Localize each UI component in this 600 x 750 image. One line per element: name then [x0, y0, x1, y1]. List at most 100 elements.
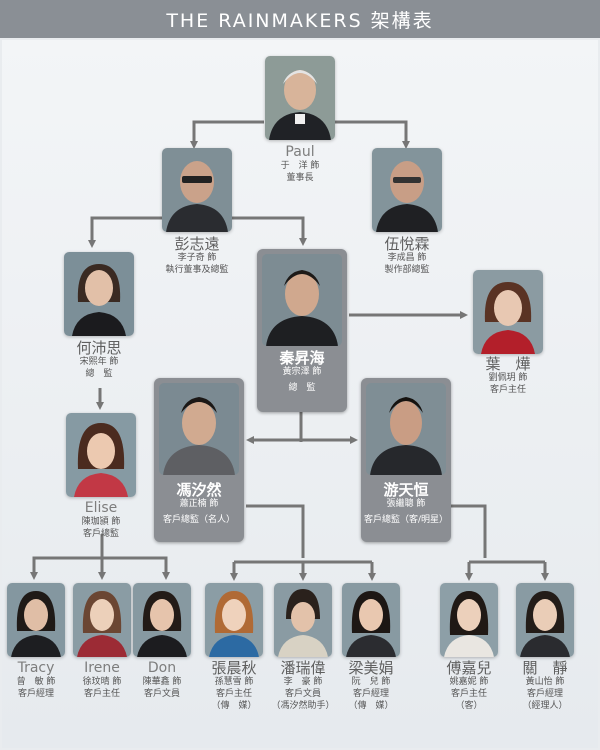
caption-cheung: 張晨秋 孫慧雪 飾 客戶主任 （傳 媒） — [194, 660, 274, 712]
portrait-photo — [440, 583, 498, 657]
actor-credit: 劉佩玥 飾 — [488, 373, 528, 383]
caption-ng: 伍悅霖 李成昌 飾 製作部總監 — [352, 236, 462, 276]
node-kwan — [516, 583, 574, 657]
caption-don: Don 陳華鑫 飾 客戶文員 — [122, 660, 202, 700]
actor-credit: 李子奇 飾 — [177, 253, 217, 263]
arrow-elise-tracy — [30, 534, 104, 580]
person-role: 客戶主任 — [83, 689, 120, 699]
person-name: 葉 燁 — [485, 355, 531, 373]
person-role: 總 監 — [85, 369, 113, 379]
actor-credit: 李成昌 飾 — [387, 253, 427, 263]
person-name: Don — [147, 660, 177, 676]
caption-tracy: Tracy 曾 敏 飾 客戶經理 — [0, 660, 76, 700]
node-elise — [66, 413, 136, 497]
person-name: Paul — [285, 144, 315, 160]
person-role: 客戶經理 — [526, 689, 563, 699]
person-role: 客戶文員 — [284, 689, 321, 699]
person-name: Tracy — [17, 660, 55, 676]
person-role: 總 監 — [288, 383, 316, 393]
person-name: 張晨秋 — [211, 659, 257, 677]
person-role: 客戶主任 — [450, 689, 487, 699]
person-role: 客戶總監 — [82, 529, 119, 539]
person-name: 游天恒 — [383, 481, 429, 499]
portrait-photo — [205, 583, 263, 657]
portrait-photo — [516, 583, 574, 657]
person-name: 秦昇海 — [279, 349, 325, 367]
person-role: 客戶經理 — [17, 689, 54, 699]
portrait-photo — [159, 383, 239, 475]
person-role: 客戶經理 — [352, 689, 389, 699]
actor-credit: 姚嘉妮 飾 — [449, 677, 489, 687]
portrait-photo — [274, 583, 332, 657]
portrait-photo — [262, 254, 342, 346]
portrait-photo — [66, 413, 136, 497]
node-irene — [73, 583, 131, 657]
caption-leung: 梁美娟 阮 兒 飾 客戶經理 （傳 媒） — [331, 660, 411, 712]
person-note: （傳 媒） — [211, 701, 257, 711]
org-chart: Paul 于 洋 飾 董事長 彭志遠 李子奇 飾 執行董事及總監 伍悅霖 李成昌… — [2, 40, 598, 748]
person-name: Irene — [84, 660, 120, 676]
person-name: 潘瑞偉 — [280, 659, 326, 677]
caption-yip: 葉 燁 劉佩玥 飾 客戶主任 — [458, 356, 558, 396]
portrait-photo — [73, 583, 131, 657]
node-peng — [162, 148, 232, 232]
node-poon — [274, 583, 332, 657]
person-role: 客戶總監（名人） — [162, 515, 235, 525]
node-tracy — [7, 583, 65, 657]
actor-credit: 徐玟晴 飾 — [82, 677, 122, 687]
actor-credit: 宋熙年 飾 — [79, 357, 119, 367]
arrow-paul-peng — [190, 120, 264, 149]
actor-credit: 黃山怡 飾 — [525, 677, 565, 687]
caption-irene: Irene 徐玟晴 飾 客戶主任 — [62, 660, 142, 700]
node-yip — [473, 270, 543, 354]
caption-chun: 秦昇海 黃宗澤 飾 總 監 — [257, 350, 347, 394]
person-name: 傅嘉兒 — [446, 659, 492, 677]
page-title: THE RAINMAKERS 架構表 — [166, 9, 434, 32]
person-name: Elise — [84, 500, 118, 516]
node-paul — [265, 56, 335, 140]
node-foo — [440, 583, 498, 657]
node-yau: 游天恒 張繼聰 飾 客戶總監（客/明星） — [361, 378, 451, 542]
person-name: 伍悅霖 — [384, 235, 430, 253]
actor-credit: 于 洋 飾 — [280, 161, 320, 171]
person-note: （經理人） — [522, 701, 568, 711]
person-role: 客戶主任 — [489, 385, 526, 395]
actor-credit: 李 豪 飾 — [283, 677, 323, 687]
caption-kwan: 關 靜 黃山怡 飾 客戶經理 （經理人） — [505, 660, 585, 712]
caption-elise: Elise 陳珈頴 飾 客戶總監 — [51, 500, 151, 540]
arrow-elise-don — [102, 556, 170, 580]
person-name: 梁美娟 — [348, 659, 394, 677]
caption-peng: 彭志遠 李子奇 飾 執行董事及總監 — [142, 236, 252, 276]
portrait-photo — [342, 583, 400, 657]
node-chun: 秦昇海 黃宗澤 飾 總 監 — [257, 249, 347, 412]
title-banner: THE RAINMAKERS 架構表 — [0, 0, 600, 38]
node-fung: 馮汐然 蕭正楠 飾 客戶總監（名人） — [154, 378, 244, 542]
person-name: 馮汐然 — [176, 481, 222, 499]
person-role: 執行董事及總監 — [165, 265, 229, 275]
actor-credit: 陳珈頴 飾 — [81, 517, 121, 527]
node-cheung — [205, 583, 263, 657]
caption-yau: 游天恒 張繼聰 飾 客戶總監（客/明星） — [361, 482, 451, 526]
person-name: 何沛思 — [76, 339, 122, 357]
actor-credit: 孫慧雪 飾 — [214, 677, 254, 687]
line-fung-down — [246, 504, 305, 558]
person-role: 客戶總監（客/明星） — [363, 515, 449, 525]
node-leung — [342, 583, 400, 657]
portrait-photo — [162, 148, 232, 232]
caption-fung: 馮汐然 蕭正楠 飾 客戶總監（名人） — [154, 482, 244, 526]
caption-paul: Paul 于 洋 飾 董事長 — [250, 144, 350, 184]
actor-credit: 黃宗澤 飾 — [282, 367, 322, 377]
portrait-photo — [372, 148, 442, 232]
person-role: 製作部總監 — [384, 265, 430, 275]
actor-credit: 張繼聰 飾 — [386, 499, 426, 509]
portrait-photo — [265, 56, 335, 140]
person-note: （馮汐然助手） — [271, 701, 335, 711]
person-note: （客） — [455, 701, 483, 711]
portrait-photo — [7, 583, 65, 657]
person-name: 彭志遠 — [174, 235, 220, 253]
person-role: 客戶主任 — [215, 689, 252, 699]
person-note: （傳 媒） — [348, 701, 394, 711]
actor-credit: 蕭正楠 飾 — [179, 499, 219, 509]
actor-credit: 陳華鑫 飾 — [142, 677, 182, 687]
person-role: 董事長 — [286, 173, 314, 183]
